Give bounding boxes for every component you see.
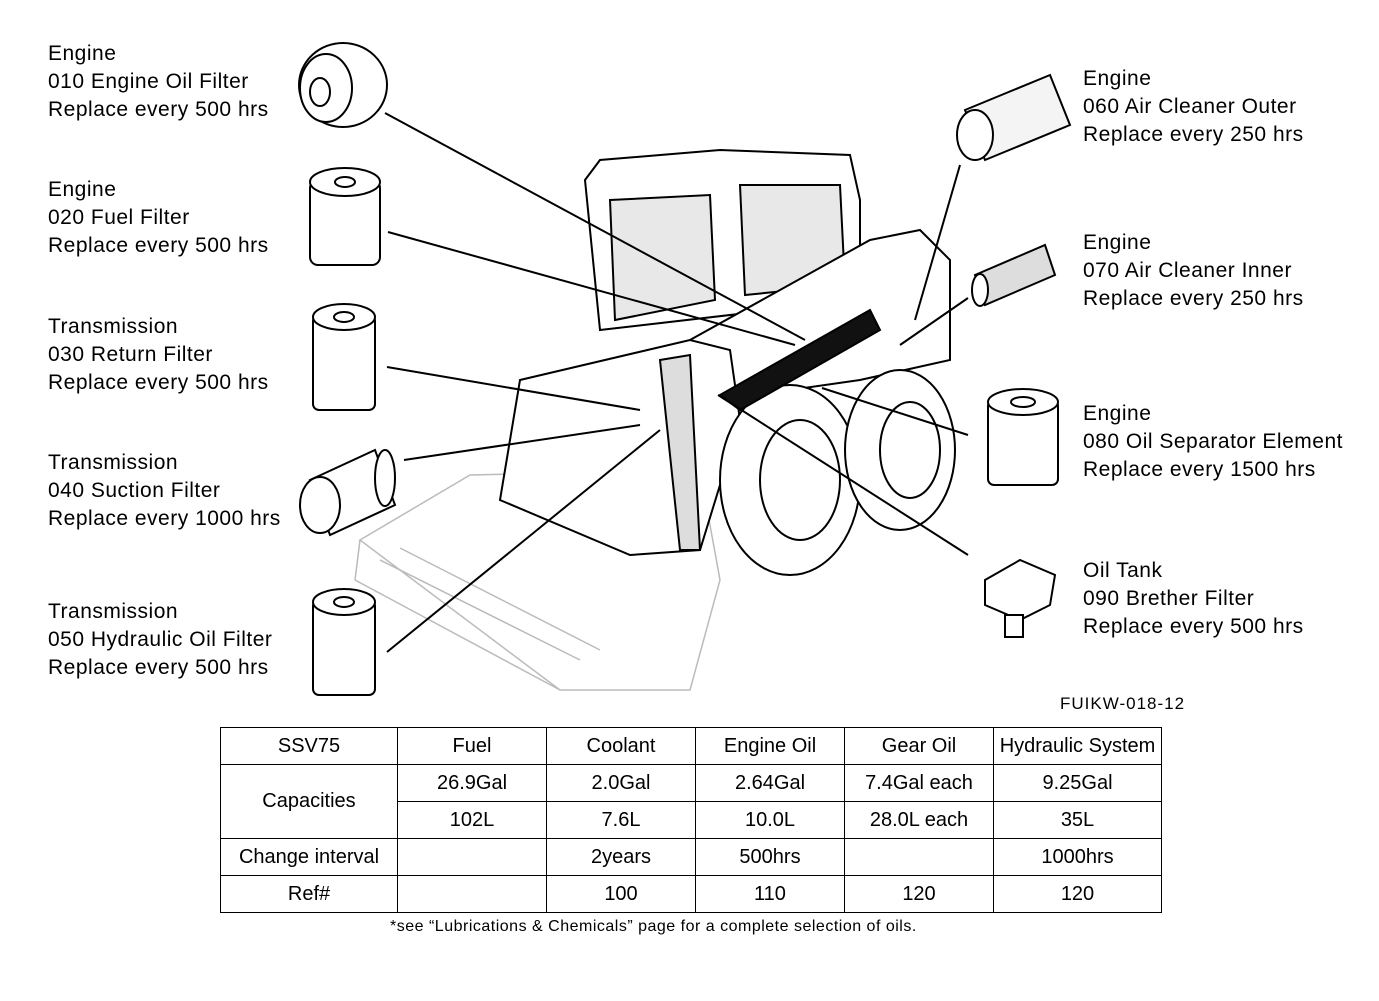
callout-interval: Replace every 500 hrs [1083, 615, 1304, 638]
hydraulic-oil-filter-icon [312, 588, 376, 696]
bucket-outline [354, 469, 721, 691]
table-cell [844, 838, 994, 876]
callout-part-name: 090 Brether Filter [1083, 587, 1255, 610]
callout-070: Engine 070 Air Cleaner Inner Replace eve… [1083, 229, 1304, 313]
callout-090: Oil Tank 090 Brether Filter Replace ever… [1083, 557, 1304, 641]
callout-part-name: 030 Return Filter [48, 343, 213, 366]
table-cell: 100 [546, 875, 696, 913]
document-id: FUIKW-018-12 [1060, 694, 1186, 713]
air-cleaner-inner-icon [971, 243, 1057, 307]
callout-interval: Replace every 250 hrs [1083, 123, 1304, 146]
callout-interval: Replace every 1500 hrs [1083, 458, 1316, 481]
table-header-cell: Coolant [546, 727, 696, 765]
callout-category: Engine [48, 178, 117, 201]
table-cell: 102L [397, 801, 547, 839]
oil-separator-element-icon [987, 388, 1059, 486]
suction-filter-icon [299, 448, 397, 537]
table-cell: 26.9Gal [397, 764, 547, 802]
table-row: Change interval 2years 500hrs 1000hrs [220, 838, 1162, 876]
callout-part-name: 020 Fuel Filter [48, 206, 190, 229]
callout-category: Oil Tank [1083, 559, 1163, 582]
table-row: Ref# 100 110 120 120 [220, 875, 1162, 913]
row-label: Change interval [220, 838, 398, 876]
callout-interval: Replace every 500 hrs [48, 234, 269, 257]
callout-040: Transmission 040 Suction Filter Replace … [48, 449, 281, 533]
callout-060: Engine 060 Air Cleaner Outer Replace eve… [1083, 65, 1304, 149]
table-cell: 120 [993, 875, 1162, 913]
callout-part-name: 010 Engine Oil Filter [48, 70, 249, 93]
table-cell: 120 [844, 875, 994, 913]
callout-interval: Replace every 500 hrs [48, 98, 269, 121]
callout-part-name: 050 Hydraulic Oil Filter [48, 628, 273, 651]
table-cell: 7.6L [546, 801, 696, 839]
callout-interval: Replace every 250 hrs [1083, 287, 1304, 310]
engine-oil-filter-icon [298, 42, 388, 128]
callout-010: Engine 010 Engine Oil Filter Replace eve… [48, 40, 269, 124]
capacities-table: SSV75 Fuel Coolant Engine Oil Gear Oil H… [220, 727, 1162, 913]
callout-050: Transmission 050 Hydraulic Oil Filter Re… [48, 598, 272, 682]
breather-filter-icon [984, 558, 1057, 638]
callout-080: Engine 080 Oil Separator Element Replace… [1083, 400, 1343, 484]
callout-interval: Replace every 500 hrs [48, 656, 269, 679]
callout-category: Engine [1083, 231, 1152, 254]
table-cell: 28.0L each [844, 801, 994, 839]
callout-category: Transmission [48, 600, 179, 623]
table-cell: 7.4Gal each [844, 764, 994, 802]
row-label: Ref# [220, 875, 398, 913]
callout-part-name: 070 Air Cleaner Inner [1083, 259, 1292, 282]
table-header-cell: SSV75 [220, 727, 398, 765]
skid-steer-body [498, 148, 956, 576]
table-cell: 2.64Gal [695, 764, 845, 802]
footnote: *see “Lubrications & Chemicals” page for… [390, 918, 917, 935]
table-cell [397, 875, 547, 913]
callout-category: Engine [1083, 402, 1152, 425]
callout-category: Transmission [48, 451, 179, 474]
table-header-row: SSV75 Fuel Coolant Engine Oil Gear Oil H… [220, 727, 1162, 765]
table-cell: 1000hrs [993, 838, 1162, 876]
table-cell: 500hrs [695, 838, 845, 876]
table-cell: 35L [993, 801, 1162, 839]
return-filter-icon [312, 303, 376, 411]
table-cell: 110 [695, 875, 845, 913]
table-cell: 10.0L [695, 801, 845, 839]
callout-020: Engine 020 Fuel Filter Replace every 500… [48, 176, 269, 260]
callout-category: Engine [48, 42, 117, 65]
skid-steer-diagram [298, 42, 1072, 696]
leader-lines [384, 112, 969, 653]
table-cell: 9.25Gal [993, 764, 1162, 802]
callout-030: Transmission 030 Return Filter Replace e… [48, 313, 269, 397]
row-label: Capacities [220, 764, 398, 839]
table-row: Capacities 26.9Gal 2.0Gal 2.64Gal 7.4Gal… [220, 764, 1162, 839]
table-header-cell: Hydraulic System [993, 727, 1162, 765]
table-header-cell: Engine Oil [695, 727, 845, 765]
table-row: 102L 7.6L 10.0L 28.0L each 35L [221, 801, 1162, 839]
callout-part-name: 080 Oil Separator Element [1083, 430, 1343, 453]
callout-interval: Replace every 1000 hrs [48, 507, 281, 530]
callout-part-name: 060 Air Cleaner Outer [1083, 95, 1297, 118]
callout-interval: Replace every 500 hrs [48, 371, 269, 394]
table-header-cell: Gear Oil [844, 727, 994, 765]
callout-category: Transmission [48, 315, 179, 338]
table-cell: 2.0Gal [546, 764, 696, 802]
table-cell [397, 838, 547, 876]
table-header-cell: Fuel [397, 727, 547, 765]
callout-part-name: 040 Suction Filter [48, 479, 221, 502]
callout-category: Engine [1083, 67, 1152, 90]
table-cell: 2years [546, 838, 696, 876]
fuel-filter-icon [309, 167, 381, 266]
air-cleaner-outer-icon [956, 73, 1072, 162]
